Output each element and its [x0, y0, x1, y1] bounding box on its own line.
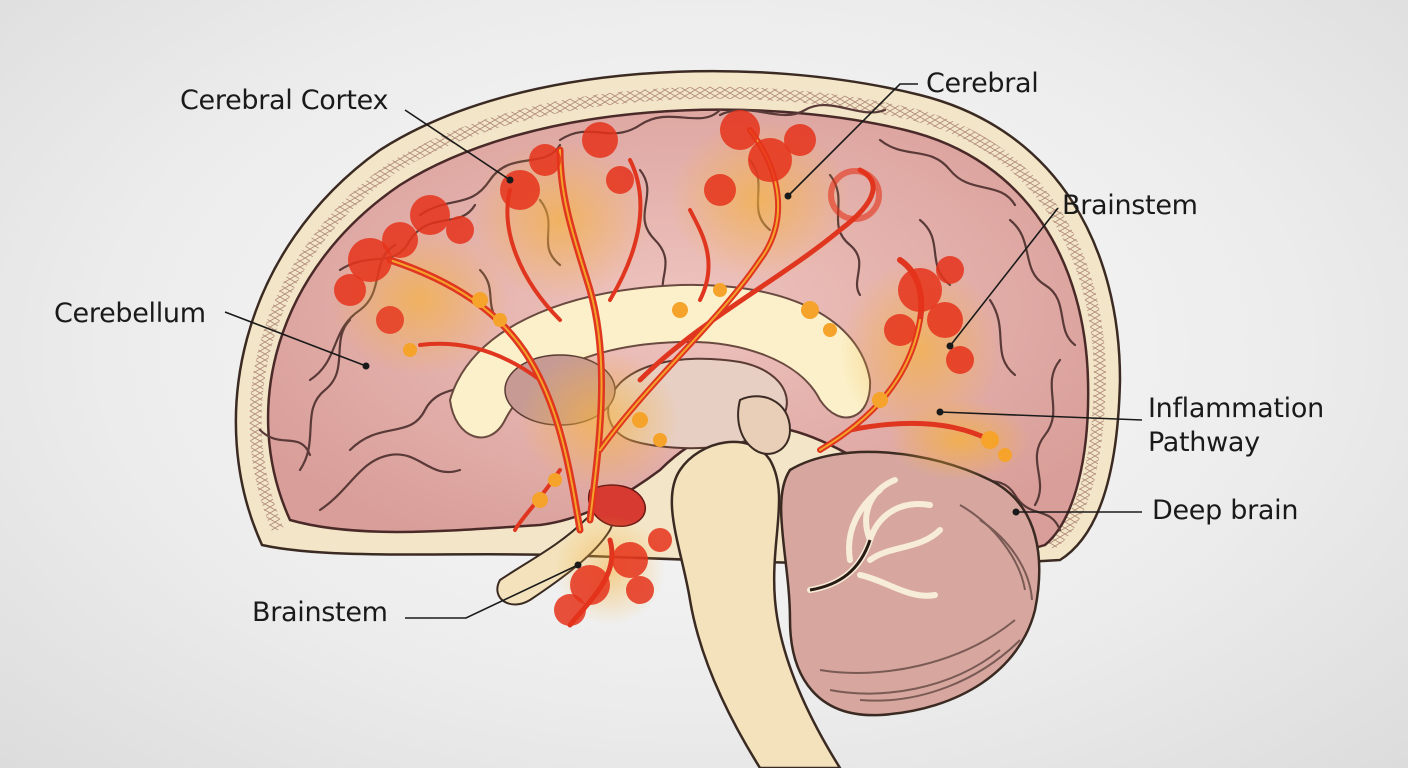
leader-cerebral-cortex: [404, 109, 511, 181]
dura-layer: [249, 86, 1107, 550]
label-inflammation-line2: Pathway: [1148, 427, 1260, 458]
label-inflammation-line1: Inflammation: [1148, 393, 1324, 424]
label-cerebellum: Cerebellum: [54, 298, 206, 329]
pons: [737, 395, 792, 455]
label-brainstem-bottom: Brainstem: [252, 597, 388, 628]
inflammation-orange-speckles: [403, 283, 1012, 508]
leader-inflammation: [939, 411, 1143, 421]
brainstem-structure: [670, 440, 842, 768]
leader-brainstem-bottom: [405, 564, 579, 619]
label-cerebral-cortex: Cerebral Cortex: [180, 85, 388, 116]
label-cerebral: Cerebral: [926, 68, 1038, 99]
leader-lines: [224, 83, 1143, 619]
label-brainstem-right: Brainstem: [1062, 190, 1198, 221]
label-deep-brain: Deep brain: [1152, 495, 1298, 526]
leader-cerebral: [787, 83, 918, 197]
inflammation-vessels: [386, 127, 993, 628]
cerebellum-structure: [779, 450, 1041, 717]
leader-brainstem-right: [949, 207, 1059, 347]
inflammation-clusters: [334, 110, 974, 626]
leader-cerebellum: [224, 311, 367, 367]
